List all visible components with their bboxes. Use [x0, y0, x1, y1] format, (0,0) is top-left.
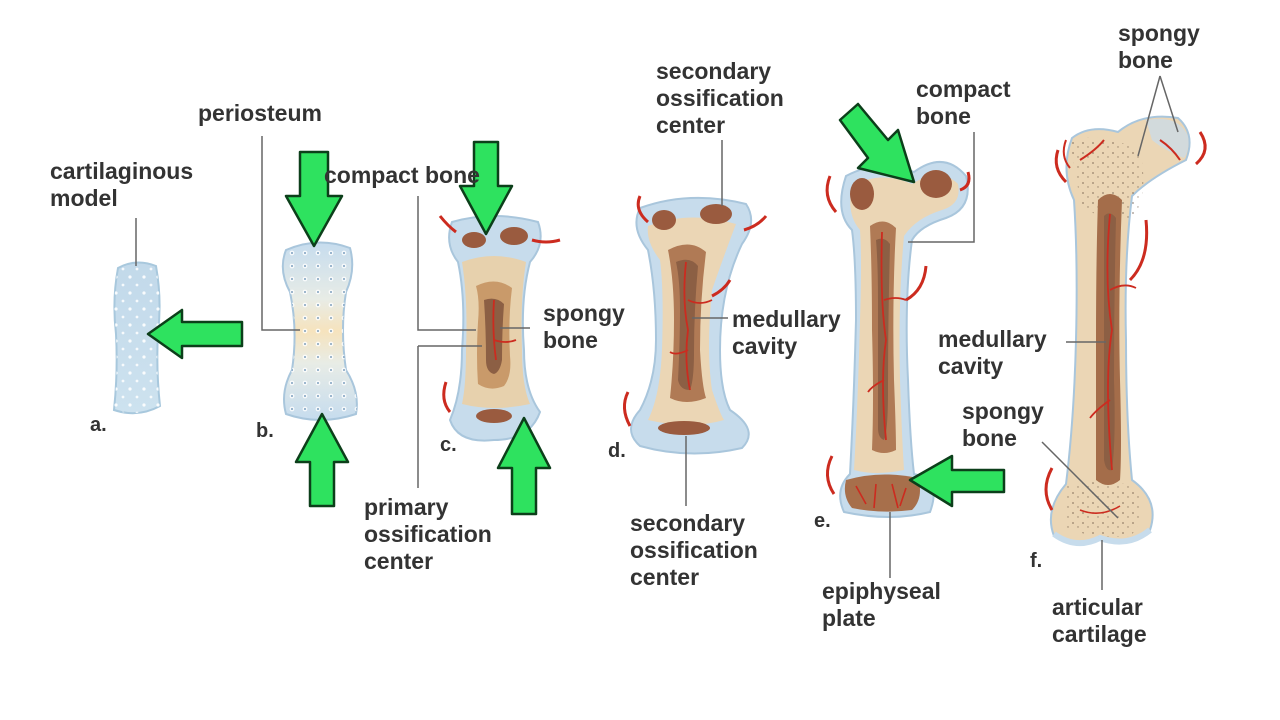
arrow-diagonal-stage-e — [838, 102, 916, 184]
label-compact-bone-c: compact bone — [324, 162, 480, 188]
label-secondary-ossification-top: secondary ossification center — [656, 58, 784, 138]
stage-b-bone — [281, 241, 358, 421]
arrow-left-stage-a — [146, 308, 244, 360]
stage-e-bone — [825, 160, 971, 518]
stage-f-bone — [1044, 115, 1207, 547]
stage-d-bone — [623, 195, 768, 455]
arrow-down-stage-b — [284, 150, 344, 248]
arrow-left-stage-e — [908, 454, 1006, 508]
label-compact-bone-e: compact bone — [916, 76, 1011, 129]
stage-letter-e: e. — [814, 510, 831, 532]
arrow-down-stage-c — [458, 140, 514, 236]
label-secondary-ossification-bottom: secondary ossification center — [630, 510, 758, 590]
stage-letter-a: a. — [90, 414, 107, 436]
stage-letter-b: b. — [256, 420, 274, 442]
label-periosteum: periosteum — [198, 100, 322, 126]
stage-a-cartilage-model — [112, 261, 162, 415]
stage-letter-d: d. — [608, 440, 626, 462]
label-spongy-bone-f-mid: spongy bone — [962, 398, 1044, 451]
label-spongy-bone-f-top: spongy bone — [1118, 20, 1200, 73]
stage-letter-c: c. — [440, 434, 457, 456]
label-articular-cartilage: articular cartilage — [1052, 594, 1147, 647]
leader-lines — [135, 75, 1179, 590]
stage-letter-f: f. — [1030, 550, 1043, 572]
arrows — [146, 102, 1006, 516]
label-epiphyseal-plate: epiphyseal plate — [822, 578, 941, 631]
label-medullary-cavity-d: medullary cavity — [732, 306, 841, 359]
stage-c-bone — [438, 215, 561, 442]
arrow-up-stage-c — [496, 416, 552, 516]
label-cartilaginous-model: cartilaginous model — [50, 158, 194, 211]
label-spongy-bone-c: spongy bone — [543, 300, 625, 353]
arrow-up-stage-b — [294, 412, 350, 508]
label-medullary-cavity-f: medullary cavity — [938, 326, 1047, 379]
label-primary-ossification-center: primary ossification center — [364, 494, 492, 574]
